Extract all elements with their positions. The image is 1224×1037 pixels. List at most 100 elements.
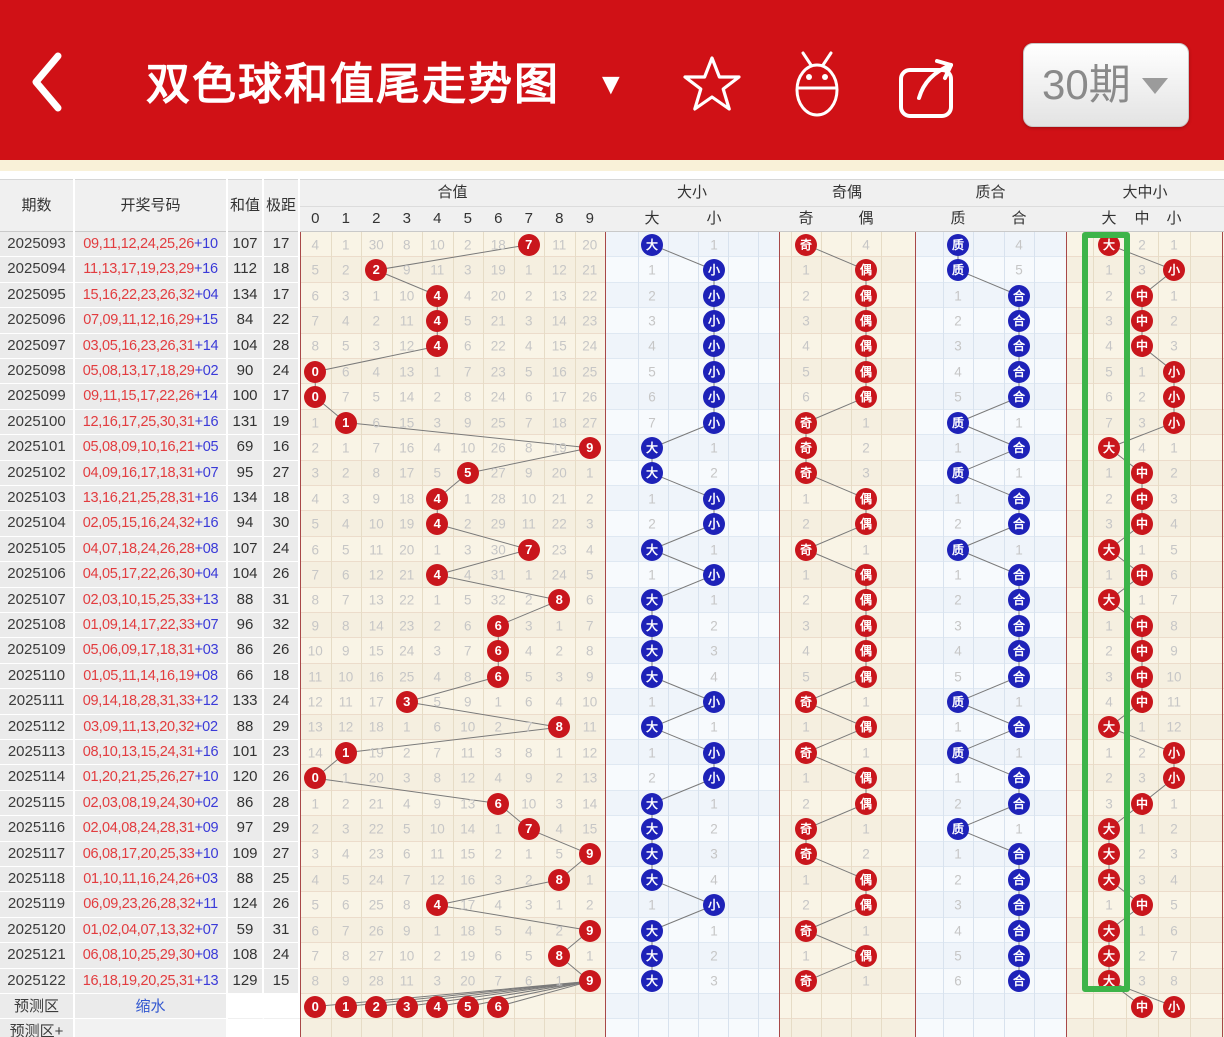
miss-count: 2 (585, 897, 594, 913)
grid-line (758, 232, 759, 1037)
trend-row-stripe (605, 816, 779, 842)
miss-count: 1 (710, 440, 718, 456)
sub-column-header: 质 (950, 210, 966, 227)
miss-count: 14 (307, 745, 323, 761)
hit-circle: 中 (1131, 614, 1153, 637)
span-cell: 16 (264, 435, 300, 461)
miss-count: 1 (1170, 440, 1178, 456)
numbers-cell: 06,09,23,26,28,32+11 (75, 892, 228, 918)
hit-circle: 质 (947, 741, 969, 764)
sum-cell: 134 (228, 282, 264, 309)
red-balls: 01,10,11,16,24,26 (83, 871, 195, 887)
trend-row-stripe (915, 587, 1066, 613)
back-button[interactable] (28, 50, 68, 114)
miss-count: 10 (429, 821, 445, 837)
miss-count: 12 (368, 567, 384, 583)
group-header: 奇偶 (831, 184, 862, 201)
miss-count: 23 (490, 364, 506, 380)
prediction-label-cell: 预测区 (0, 994, 75, 1019)
numbers-cell: 15,16,22,23,26,32+04 (75, 282, 228, 309)
hit-circle: 6 (487, 614, 510, 637)
miss-count: 1 (862, 821, 870, 837)
sub-column-header: 2 (372, 210, 381, 227)
miss-count: 3 (555, 796, 564, 811)
miss-count: 1 (954, 491, 962, 507)
red-balls: 01,20,21,25,26,27 (82, 769, 195, 786)
miss-count: 26 (490, 440, 506, 456)
miss-count: 2 (710, 618, 718, 634)
miss-count: 5 (463, 313, 472, 329)
miss-count: 4 (463, 567, 472, 583)
hit-circle: 小 (1163, 386, 1185, 409)
red-balls: 02,03,08,19,24,30 (82, 794, 195, 811)
grid-line (1190, 232, 1191, 1037)
miss-count: 19 (460, 948, 476, 964)
miss-count: 28 (368, 973, 384, 989)
miss-count: 1 (494, 694, 503, 710)
miss-count: 10 (429, 237, 445, 253)
numbers-cell: 01,02,04,07,13,32+07 (75, 917, 228, 944)
favorite-button[interactable] (682, 54, 742, 114)
miss-count: 23 (582, 313, 598, 329)
blue-ball: +12 (194, 693, 219, 710)
miss-count: 11 (308, 669, 323, 684)
page-title: 双色球和值尾走势图 (146, 60, 560, 109)
red-balls: 01,09,14,17,22,33 (82, 617, 195, 633)
android-app-button[interactable] (786, 46, 848, 118)
trend-row-stripe (605, 917, 779, 944)
miss-count: 16 (460, 872, 476, 888)
miss-count: 32 (490, 592, 506, 608)
miss-count: 4 (1170, 872, 1178, 888)
miss-count: 6 (1170, 923, 1178, 938)
period-dropdown[interactable]: 30期 (1023, 43, 1189, 127)
hit-circle: 合 (1008, 309, 1030, 332)
shrink-link[interactable]: 缩水 (135, 998, 166, 1015)
miss-count: 13 (368, 592, 384, 608)
miss-count: 8 (1170, 618, 1178, 634)
miss-count: 27 (582, 415, 598, 430)
miss-count: 4 (585, 542, 594, 557)
trend-row-stripe (915, 994, 1066, 1019)
span-cell: 24 (264, 689, 300, 715)
trend-row-stripe (605, 562, 779, 588)
share-button[interactable] (895, 48, 967, 122)
miss-count: 9 (1170, 643, 1178, 659)
miss-count: 12 (460, 770, 476, 786)
miss-count: 24 (368, 872, 384, 888)
hit-circle: 合 (1008, 868, 1030, 891)
grid-line (881, 232, 882, 1037)
miss-count: 2 (311, 821, 320, 837)
miss-count: 1 (311, 415, 320, 430)
trend-row-stripe (1066, 536, 1224, 563)
miss-count: 1 (555, 745, 564, 761)
hit-circle: 合 (1008, 284, 1030, 307)
miss-count: 1 (648, 262, 656, 278)
hit-circle: 小 (703, 487, 725, 510)
miss-count: 3 (954, 618, 962, 634)
miss-count: 23 (368, 846, 384, 862)
miss-count: 3 (1170, 846, 1178, 862)
miss-count: 1 (954, 846, 962, 862)
hit-circle: 7 (517, 233, 540, 256)
trend-row-stripe (605, 435, 779, 461)
miss-count: 1 (648, 491, 656, 507)
group-header: 合值 (437, 184, 468, 201)
sub-column-header: 中 (1134, 210, 1150, 227)
trend-row-stripe (605, 841, 779, 867)
miss-count: 7 (463, 643, 472, 659)
trend-row-stripe (1066, 587, 1224, 613)
miss-count: 2 (862, 440, 870, 456)
miss-count: 3 (954, 338, 962, 354)
hit-circle: 4 (426, 995, 449, 1018)
miss-count: 8 (524, 440, 533, 456)
grid-line (1004, 232, 1005, 1037)
span-cell: 26 (264, 892, 300, 918)
miss-count: 10 (307, 643, 323, 659)
miss-count: 1 (1138, 364, 1146, 380)
miss-count: 8 (311, 973, 320, 989)
miss-count: 21 (399, 567, 415, 583)
span-cell: 18 (264, 663, 300, 690)
hit-circle: 8 (548, 868, 571, 891)
miss-count: 2 (433, 948, 442, 964)
miss-count: 4 (710, 669, 718, 684)
